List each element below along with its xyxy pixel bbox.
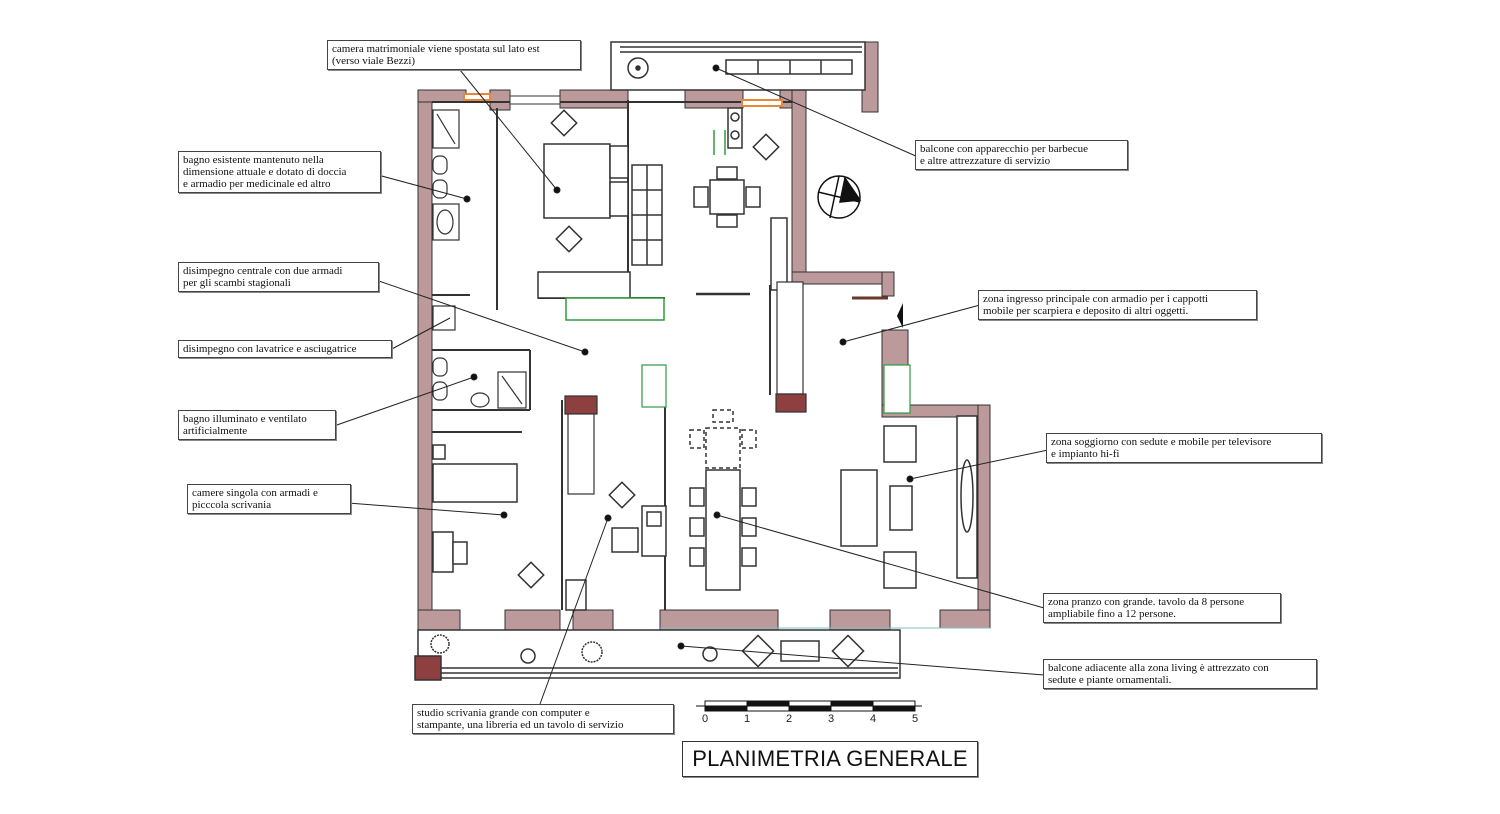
- barbecue-icon: [627, 57, 649, 79]
- annotation-zona-pranzo: zona pranzo con grande. tavolo da 8 pers…: [1043, 593, 1281, 623]
- annotation-line: e armadio per medicinale ed altro: [183, 178, 331, 190]
- dining-table-icon: [705, 469, 741, 591]
- kitchen-table: [693, 107, 788, 296]
- scale-tick-label: 3: [828, 713, 835, 725]
- annotation-line: studio scrivania grande con computer e: [417, 707, 590, 719]
- annotation-camera-singola: camere singola con armadi e picccola scr…: [187, 484, 351, 514]
- plan-title: PLANIMETRIA GENERALE: [682, 741, 978, 777]
- annotation-line: sedute e piante ornamentali.: [1048, 674, 1172, 686]
- wall-south-3: [572, 609, 614, 631]
- annotation-line: zona ingresso principale con armadio per…: [983, 293, 1209, 305]
- wall-south-1: [417, 609, 461, 631]
- wall-entrance-north: [881, 271, 895, 297]
- single-bed-icon: [432, 463, 518, 503]
- dining-table: [689, 409, 757, 591]
- north-balcony: [610, 41, 866, 91]
- wall-north-3: [559, 89, 629, 109]
- north-compass-icon: [817, 175, 862, 219]
- annotation-line: mobile per scarpiera e deposito di altri…: [983, 305, 1189, 317]
- single-bedroom-furniture: [432, 444, 545, 589]
- wall-east-lower: [977, 404, 991, 628]
- annotation-line: stampante, una libreria ed un tavolo di …: [417, 719, 624, 731]
- annotation-line: artificialmente: [183, 425, 248, 437]
- scale-tick-label: 4: [870, 713, 877, 725]
- plant-icon: [702, 646, 718, 662]
- sofa-icon: [840, 469, 878, 547]
- scale-bar: [696, 700, 922, 712]
- entrance-door-icon: [852, 296, 903, 328]
- annotation-line: bagno esistente mantenuto nella: [183, 154, 324, 166]
- annotation-line: (verso viale Bezzi): [332, 55, 416, 67]
- annotation-line: balcone adiacente alla zona living è att…: [1048, 662, 1269, 674]
- wall-north-4: [684, 89, 744, 109]
- annotation-disimpegno-lavatrice: disimpegno con lavatrice e asciugatrice: [178, 340, 392, 358]
- wall-east-upper: [791, 89, 807, 277]
- laundry-bath-2: [432, 305, 527, 409]
- closets: [564, 281, 911, 495]
- annotation-studio: studio scrivania grande con computer e s…: [412, 704, 674, 734]
- wall-south-6: [939, 609, 991, 629]
- annotation-balcone-living: balcone adiacente alla zona living è att…: [1043, 659, 1317, 689]
- double-bed-icon: [543, 143, 611, 219]
- master-bedroom-furniture: [537, 109, 665, 321]
- annotation-disimpegno-centrale: disimpegno centrale con due armadi per g…: [178, 262, 379, 292]
- annotation-line: picccola scrivania: [192, 499, 272, 511]
- studio-furniture: [565, 481, 667, 611]
- living-room-furniture: [840, 415, 978, 589]
- plant-icon: [520, 648, 536, 664]
- wall-south-5: [829, 609, 891, 631]
- annotation-camera-matrimoniale: camera matrimoniale viene spostata sul l…: [327, 40, 581, 70]
- wall-south-4: [659, 609, 779, 631]
- wall-north-1: [417, 89, 467, 103]
- windows: [463, 93, 783, 107]
- plant-icon: [430, 634, 450, 654]
- annotation-line: disimpegno con lavatrice e asciugatrice: [183, 343, 357, 355]
- annotation-bagno-illuminato: bagno illuminato e ventilato artificialm…: [178, 410, 336, 440]
- annotation-line: disimpegno centrale con due armadi: [183, 265, 343, 277]
- annotation-zona-soggiorno: zona soggiorno con sedute e mobile per t…: [1046, 433, 1322, 463]
- leader-lines: [333, 64, 1049, 705]
- wall-south-2: [504, 609, 561, 631]
- annotation-line: e altre attrezzature di servizio: [920, 155, 1051, 167]
- annotation-line: bagno illuminato e ventilato: [183, 413, 307, 425]
- scale-tick-label: 1: [744, 713, 751, 725]
- annotation-line: balcone con apparecchio per barbecue: [920, 143, 1088, 155]
- annotation-zona-ingresso: zona ingresso principale con armadio per…: [978, 290, 1257, 320]
- south-balcony: [414, 629, 901, 681]
- annotation-balcone-barbecue: balcone con apparecchio per barbecue e a…: [915, 140, 1128, 170]
- annotation-line: ampliabile fino a 12 persone.: [1048, 608, 1176, 620]
- annotation-line: zona pranzo con grande. tavolo da 8 pers…: [1048, 596, 1245, 608]
- scale-tick-label: 2: [786, 713, 793, 725]
- annotation-line: camere singola con armadi e: [192, 487, 318, 499]
- wall-north-2: [489, 89, 511, 111]
- walls: [417, 41, 991, 631]
- annotation-bagno-esistente: bagno esistente mantenuto nella dimensio…: [178, 151, 381, 193]
- annotation-line: camera matrimoniale viene spostata sul l…: [332, 43, 540, 55]
- scale-tick-label: 0: [702, 713, 709, 725]
- plant-icon: [581, 641, 603, 663]
- annotation-line: zona soggiorno con sedute e mobile per t…: [1051, 436, 1272, 448]
- bathroom-1-fixtures: [432, 109, 460, 241]
- wall-west: [417, 89, 433, 631]
- annotation-line: per gli scambi stagionali: [183, 277, 291, 289]
- scale-tick-label: 5: [912, 713, 919, 725]
- wall-east-step: [791, 271, 893, 285]
- annotation-line: dimensione attuale e dotato di doccia: [183, 166, 347, 178]
- annotation-line: e impianto hi-fi: [1051, 448, 1120, 460]
